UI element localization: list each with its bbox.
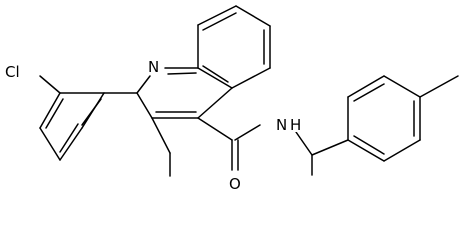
ethyl-linker [295,131,349,176]
svg-text:O: O [229,175,241,193]
svg-text:H: H [290,116,301,134]
structure-canvas: Cl N N H O [4,5,459,193]
svg-text:N: N [148,58,159,76]
svg-text:Cl: Cl [5,63,20,81]
atom-label-cl: Cl [4,62,24,81]
atom-label-amide-hydrogen: H [289,114,303,134]
atom-label-amide-nitrogen: N [275,114,289,134]
quinoline-benzo-ring [197,5,271,89]
methyl-bond-c3 [151,117,171,154]
carboxamide-group [197,117,261,171]
quinoline-pyridine-ring [136,67,233,119]
atom-label-carbonyl-oxygen: O [226,173,244,193]
chlorophenyl-ring [39,75,138,161]
atom-label-ring-nitrogen: N [145,56,161,76]
svg-text:N: N [276,116,287,134]
tolyl-ring [347,75,459,162]
molecule-diagram: Cl N N H O [4,5,459,193]
